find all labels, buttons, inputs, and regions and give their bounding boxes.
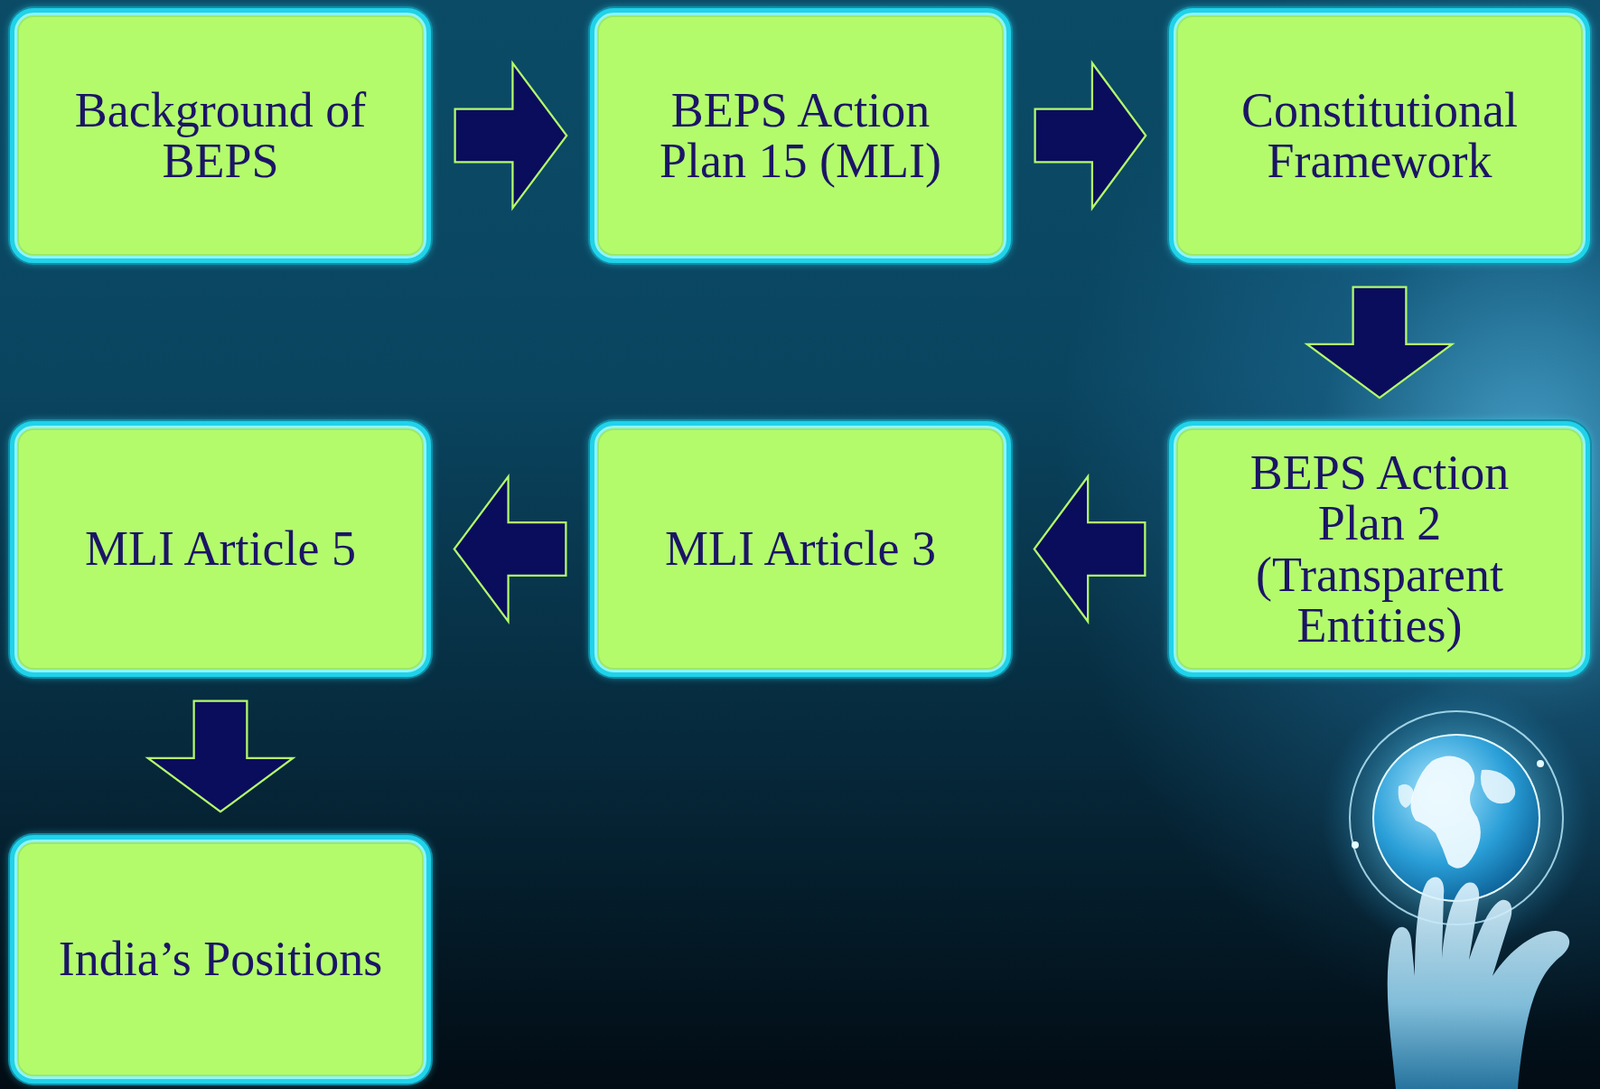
box-label: Background of BEPS — [48, 84, 393, 187]
block-arrow — [1316, 290, 1443, 394]
process-box: MLI Article 3 — [589, 421, 1011, 677]
arrow-shape — [458, 486, 563, 613]
arrow-shape — [458, 72, 563, 199]
arrow-shape — [1038, 486, 1142, 613]
arrow-shape — [1038, 72, 1142, 199]
box-label: MLI Article 3 — [664, 523, 936, 574]
arrow-shape — [1038, 486, 1142, 613]
orbit-dot — [1536, 759, 1544, 768]
process-box: BEPS Action Plan 2 (Transparent Entities… — [1169, 421, 1591, 677]
box-label: India’s Positions — [58, 933, 384, 984]
arrow-shape — [157, 703, 284, 808]
arrow-shape — [157, 703, 284, 808]
process-box: Constitutional Framework — [1169, 8, 1591, 263]
orbit-ring — [1349, 711, 1563, 925]
process-box: Background of BEPS — [9, 8, 431, 263]
hand — [1387, 876, 1570, 1089]
block-arrow — [458, 486, 563, 613]
block-arrow — [1038, 72, 1142, 199]
box-label: BEPS Action Plan 2 (Transparent Entities… — [1207, 447, 1552, 651]
block-arrow — [458, 72, 563, 199]
box-label: BEPS Action Plan 15 (MLI) — [628, 84, 973, 187]
arrow-shape — [1038, 72, 1142, 199]
process-box: India’s Positions — [9, 834, 431, 1084]
globe — [1373, 734, 1540, 901]
arrow-shape — [458, 72, 563, 199]
orbit-dot — [1351, 841, 1359, 849]
continent — [1398, 784, 1414, 808]
arrow-shape — [458, 486, 563, 613]
process-box: BEPS Action Plan 15 (MLI) — [589, 8, 1011, 263]
process-box: MLI Article 5 — [9, 421, 431, 677]
continent — [1480, 769, 1516, 804]
continent — [1410, 755, 1480, 868]
arrow-shape — [1316, 290, 1443, 394]
block-arrow — [1038, 486, 1142, 613]
arrow-shape — [1316, 290, 1443, 394]
block-arrow — [157, 703, 284, 808]
box-label: Constitutional Framework — [1207, 84, 1552, 187]
box-label: MLI Article 5 — [84, 523, 356, 574]
